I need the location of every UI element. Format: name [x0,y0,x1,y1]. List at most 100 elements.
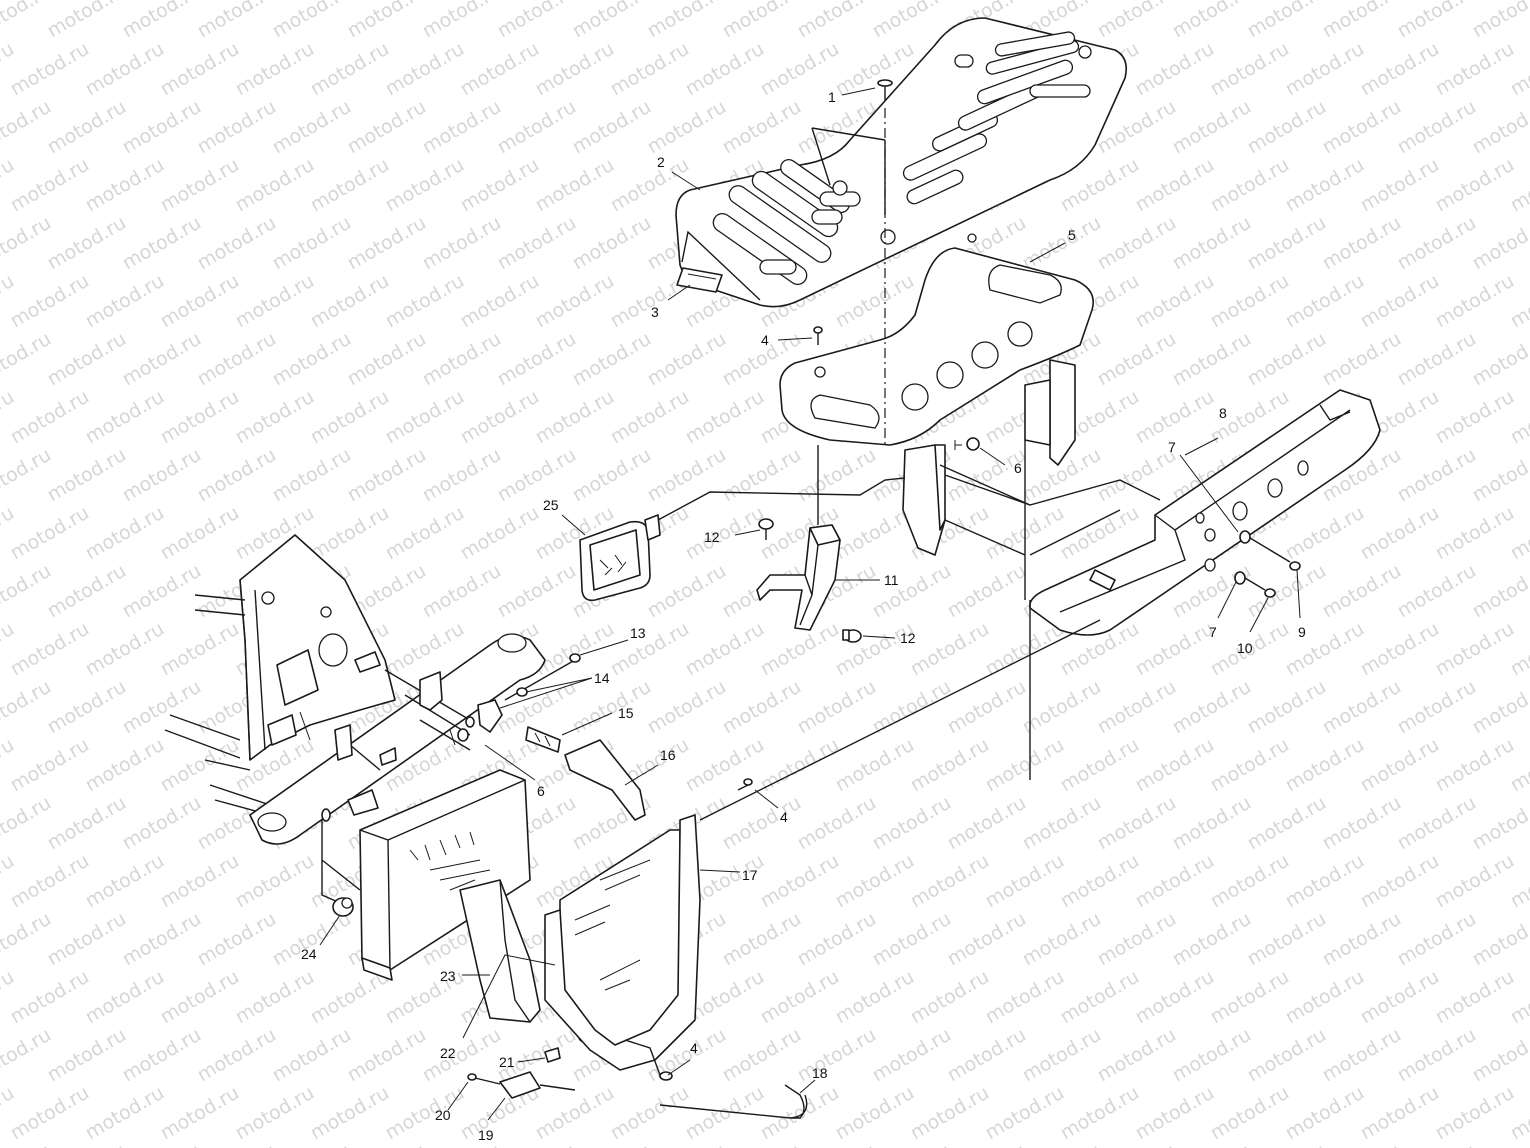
watermark-text: motod.ru [1319,792,1405,855]
watermark-text: motod.ru [1394,1024,1480,1087]
watermark-text: motod.ru [1094,792,1180,855]
watermark-text: motod.ru [494,444,580,507]
callout-19: 19 [478,1127,494,1143]
callout-18: 18 [812,1065,828,1081]
part-10-nut [1244,577,1276,598]
watermark-text: motod.ru [344,0,430,42]
watermark-text: motod.ru [944,676,1030,739]
watermark-text: motod.ru [44,212,130,275]
callout-12: 12 [704,529,720,545]
watermark-text: motod.ru [944,560,1030,623]
watermark-text: motod.ru [1244,96,1330,159]
watermark-text: motod.ru [794,1140,880,1148]
watermark-text: motod.ru [194,908,280,971]
watermark-text: motod.ru [1357,1082,1443,1145]
watermark-text: motod.ru [7,734,93,797]
callout-leaders [319,87,1301,1121]
watermark-text: motod.ru [1357,618,1443,681]
watermark-text: motod.ru [1207,38,1293,101]
part-6-nut-lower [449,728,469,746]
watermark-text: motod.ru [832,734,918,797]
callout-2: 2 [657,154,665,170]
watermark-text: motod.ru [569,0,655,42]
watermark-text: motod.ru [1057,850,1143,913]
watermark-text: motod.ru [982,1082,1068,1145]
watermark-text: motod.ru [1094,328,1180,391]
watermark-text: motod.ru [269,0,355,42]
watermark-text: motod.ru [1169,212,1255,275]
watermark-text: motod.ru [682,502,768,565]
watermark-text: motod.ru [1432,502,1518,565]
watermark-text: motod.ru [494,96,580,159]
watermark-text: motod.ru [157,270,243,333]
watermark-text: motod.ru [1019,676,1105,739]
watermark-text: motod.ru [794,0,880,42]
watermark-text: motod.ru [757,734,843,797]
watermark-text: motod.ru [1282,618,1368,681]
watermark-text: motod.ru [1282,966,1368,1029]
watermark-text: motod.ru [644,1140,730,1148]
watermark-text: motod.ru [1394,908,1480,971]
watermark-text: motod.ru [794,444,880,507]
watermark-text: motod.ru [1094,1140,1180,1148]
watermark-text: motod.ru [382,502,468,565]
watermark-text: motod.ru [1019,1140,1105,1148]
watermark-text: motod.ru [682,618,768,681]
watermark-text: motod.ru [1394,1140,1480,1148]
callout-22: 22 [440,1045,456,1061]
watermark-text: motod.ru [1169,1024,1255,1087]
watermark-text: motod.ru [232,850,318,913]
watermark-text: motod.ru [1282,38,1368,101]
watermark-text: motod.ru [1469,212,1530,275]
watermark-text: motod.ru [307,1082,393,1145]
watermark-text: motod.ru [757,850,843,913]
watermark-text: motod.ru [1244,1140,1330,1148]
watermark-text: motod.ru [1282,502,1368,565]
watermark-text: motod.ru [1057,734,1143,797]
watermark-text: motod.ru [194,96,280,159]
watermark-text: motod.ru [119,1024,205,1087]
watermark-text: motod.ru [569,676,655,739]
watermark-text: motod.ru [794,676,880,739]
watermark-text: motod.ru [0,1140,55,1148]
watermark-text: motod.ru [7,502,93,565]
watermark-text: motod.ru [982,850,1068,913]
watermark-text: motod.ru [232,38,318,101]
part-19-plate [499,1071,576,1099]
watermark-text: motod.ru [1394,792,1480,855]
watermark-text: motod.ru [1469,560,1530,623]
watermark-text: motod.ru [157,618,243,681]
watermark-text: motod.ru [7,38,93,101]
watermark-text: motod.ru [157,966,243,1029]
watermark-text: motod.ru [1469,1024,1530,1087]
watermark-text: motod.ru [119,908,205,971]
watermark-text: motod.ru [1244,328,1330,391]
watermark-text: motod.ru [419,1024,505,1087]
watermark-text: motod.ru [344,1024,430,1087]
callout-24: 24 [301,946,317,962]
watermark-text: motod.ru [0,328,55,391]
watermark-text: motod.ru [869,560,955,623]
radiator-panel [359,769,531,981]
watermark-text: motod.ru [1357,734,1443,797]
part-6-nut-top [954,437,980,451]
part-11-light-bracket [756,445,841,631]
watermark-text: motod.ru [1432,1082,1518,1145]
watermark-text: motod.ru [194,1024,280,1087]
watermark-text: motod.ru [44,676,130,739]
watermark-text: motod.ru [119,560,205,623]
watermark-text: motod.ru [0,212,55,275]
watermark-text: motod.ru [532,386,618,449]
watermark-text: motod.ru [1019,792,1105,855]
watermark-text: motod.ru [194,0,280,42]
watermark-text: motod.ru [157,1082,243,1145]
watermark-text: motod.ru [1282,734,1368,797]
watermark-text: motod.ru [119,444,205,507]
watermark-text: motod.ru [82,618,168,681]
watermark-text: motod.ru [344,212,430,275]
watermark-text: motod.ru [82,850,168,913]
watermark-text: motod.ru [757,1082,843,1145]
frame-assembly [164,534,546,906]
watermark-text: motod.ru [644,0,730,42]
watermark-text: motod.ru [644,328,730,391]
